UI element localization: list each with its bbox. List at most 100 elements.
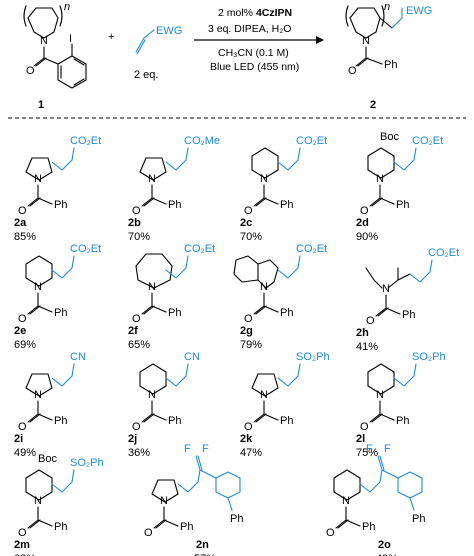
carbonyl-oxygen-label: O (132, 421, 141, 433)
alkyl-chain (277, 363, 301, 387)
product-ring-size-n: n (384, 1, 390, 13)
carbonyl-oxygen-label: O (132, 205, 141, 217)
phenyl-label: Ph (396, 199, 409, 211)
acyclic-skeleton (365, 267, 411, 289)
catalyst-name: 4CzIPN (256, 7, 292, 19)
heterocycle-ring (151, 479, 179, 503)
amide-bonds (27, 292, 53, 315)
fluorine-label: F (366, 443, 373, 455)
nitrogen-label: N (34, 173, 42, 185)
alkyl-chain (51, 255, 75, 279)
condition-catalyst: 2 mol% 4CzIPN (218, 7, 292, 19)
nitrogen-label: N (376, 389, 384, 401)
amide-bonds (27, 400, 53, 423)
sm-nitrogen-label: N (40, 35, 48, 47)
phenyl-label: Ph (168, 199, 181, 211)
nitrogen-label: N (260, 173, 268, 185)
acceptor-equivalents: 2 eq. (134, 69, 158, 81)
compound-number: 2k (240, 433, 253, 445)
product-carbonyl-oxygen: O (348, 65, 357, 77)
phenyl-label: Ph (402, 309, 415, 321)
yield-value: 69% (14, 339, 36, 351)
amide-bonds (369, 400, 395, 423)
compound-number: 2m (14, 539, 30, 551)
difluoroalkene (377, 455, 399, 479)
sm-carbonyl-oxygen: O (26, 65, 35, 77)
heterocycle-ring (25, 373, 53, 397)
phenyl-label: Ph (280, 199, 293, 211)
nitrogen-label: N (376, 173, 384, 185)
fluorine-label: F (384, 443, 391, 455)
phenyl-label: Ph (54, 199, 67, 211)
product-card-2m: SO₂PhBocNOPh2m68% (14, 453, 104, 556)
condition-catalyst-loading: 2 mol% (218, 7, 256, 19)
phenyl-label: Ph (54, 307, 67, 319)
carbonyl-oxygen-label: O (18, 421, 27, 433)
amide-bonds (369, 184, 395, 207)
condition-base: 3 eq. DIPEA, H₂O (208, 23, 291, 35)
phenyl-label: Ph (54, 521, 67, 533)
compound-number: 2j (128, 433, 137, 445)
aryl-ring (215, 471, 241, 511)
compound-number: 2g (240, 325, 253, 337)
phenyl-label: Ph (54, 415, 67, 427)
yield-value: 49% (376, 553, 398, 556)
yield-value: 41% (356, 341, 378, 353)
amide-bonds (27, 506, 53, 529)
carbonyl-oxygen-label: O (326, 527, 335, 539)
product-nitrogen-label: N (362, 35, 370, 47)
ewg-label: CO₂Et (428, 247, 459, 259)
yield-value: 79% (240, 339, 262, 351)
plus-sign: + (108, 31, 114, 43)
compound-number: 2e (14, 325, 26, 337)
alkyl-chain (51, 469, 75, 493)
alkyl-chain (51, 147, 75, 171)
heterocycle-ring (251, 147, 279, 179)
reaction-arrow-head (316, 36, 324, 44)
carbonyl-oxygen-label: O (18, 313, 27, 325)
compound-number: 2b (128, 217, 141, 229)
compound-number: 2h (356, 327, 369, 339)
phenyl-label: Ph (396, 415, 409, 427)
yield-value: 90% (356, 231, 378, 243)
nitrogen-label: N (342, 495, 350, 507)
ewg-label: CO₂Et (412, 135, 443, 147)
nitrogen-label: N (160, 495, 168, 507)
ring-size-n: n (64, 1, 70, 13)
ewg-label: CO₂Et (296, 135, 327, 147)
yield-value: 75% (356, 447, 378, 459)
carbonyl-oxygen-label: O (366, 315, 375, 327)
starting-material-1: n N O I (23, 1, 87, 89)
biaryl-phenyl-label: Ph (230, 513, 243, 525)
alkyl-chain (409, 259, 433, 283)
ewg-label: CN (184, 351, 200, 363)
heterocycle-ring (367, 147, 395, 179)
ewg-label: CO₂Et (296, 243, 327, 255)
carbonyl-oxygen-label: O (244, 205, 253, 217)
product-card-2o: FFPhNOPh2o49% (326, 443, 425, 556)
heterocycle-ring (251, 373, 279, 397)
compound-number: 2a (14, 217, 27, 229)
carbonyl-oxygen-label: O (132, 313, 141, 325)
alkyl-chain (359, 469, 383, 493)
carbonyl-oxygen-label: O (244, 313, 253, 325)
heterocycle-ring (139, 363, 167, 395)
phenyl-label: Ph (180, 521, 193, 533)
amide-bonds (253, 184, 279, 207)
amide-bonds (253, 292, 279, 315)
amide-bonds (141, 292, 167, 315)
compound-number: 2o (378, 539, 391, 551)
aryl-ring (397, 471, 423, 511)
ewg-label: CO₂Me (184, 135, 220, 147)
yield-value: 47% (240, 447, 262, 459)
ewg-label: CO₂Et (184, 243, 215, 255)
ewg-label: CO₂Et (70, 243, 101, 255)
